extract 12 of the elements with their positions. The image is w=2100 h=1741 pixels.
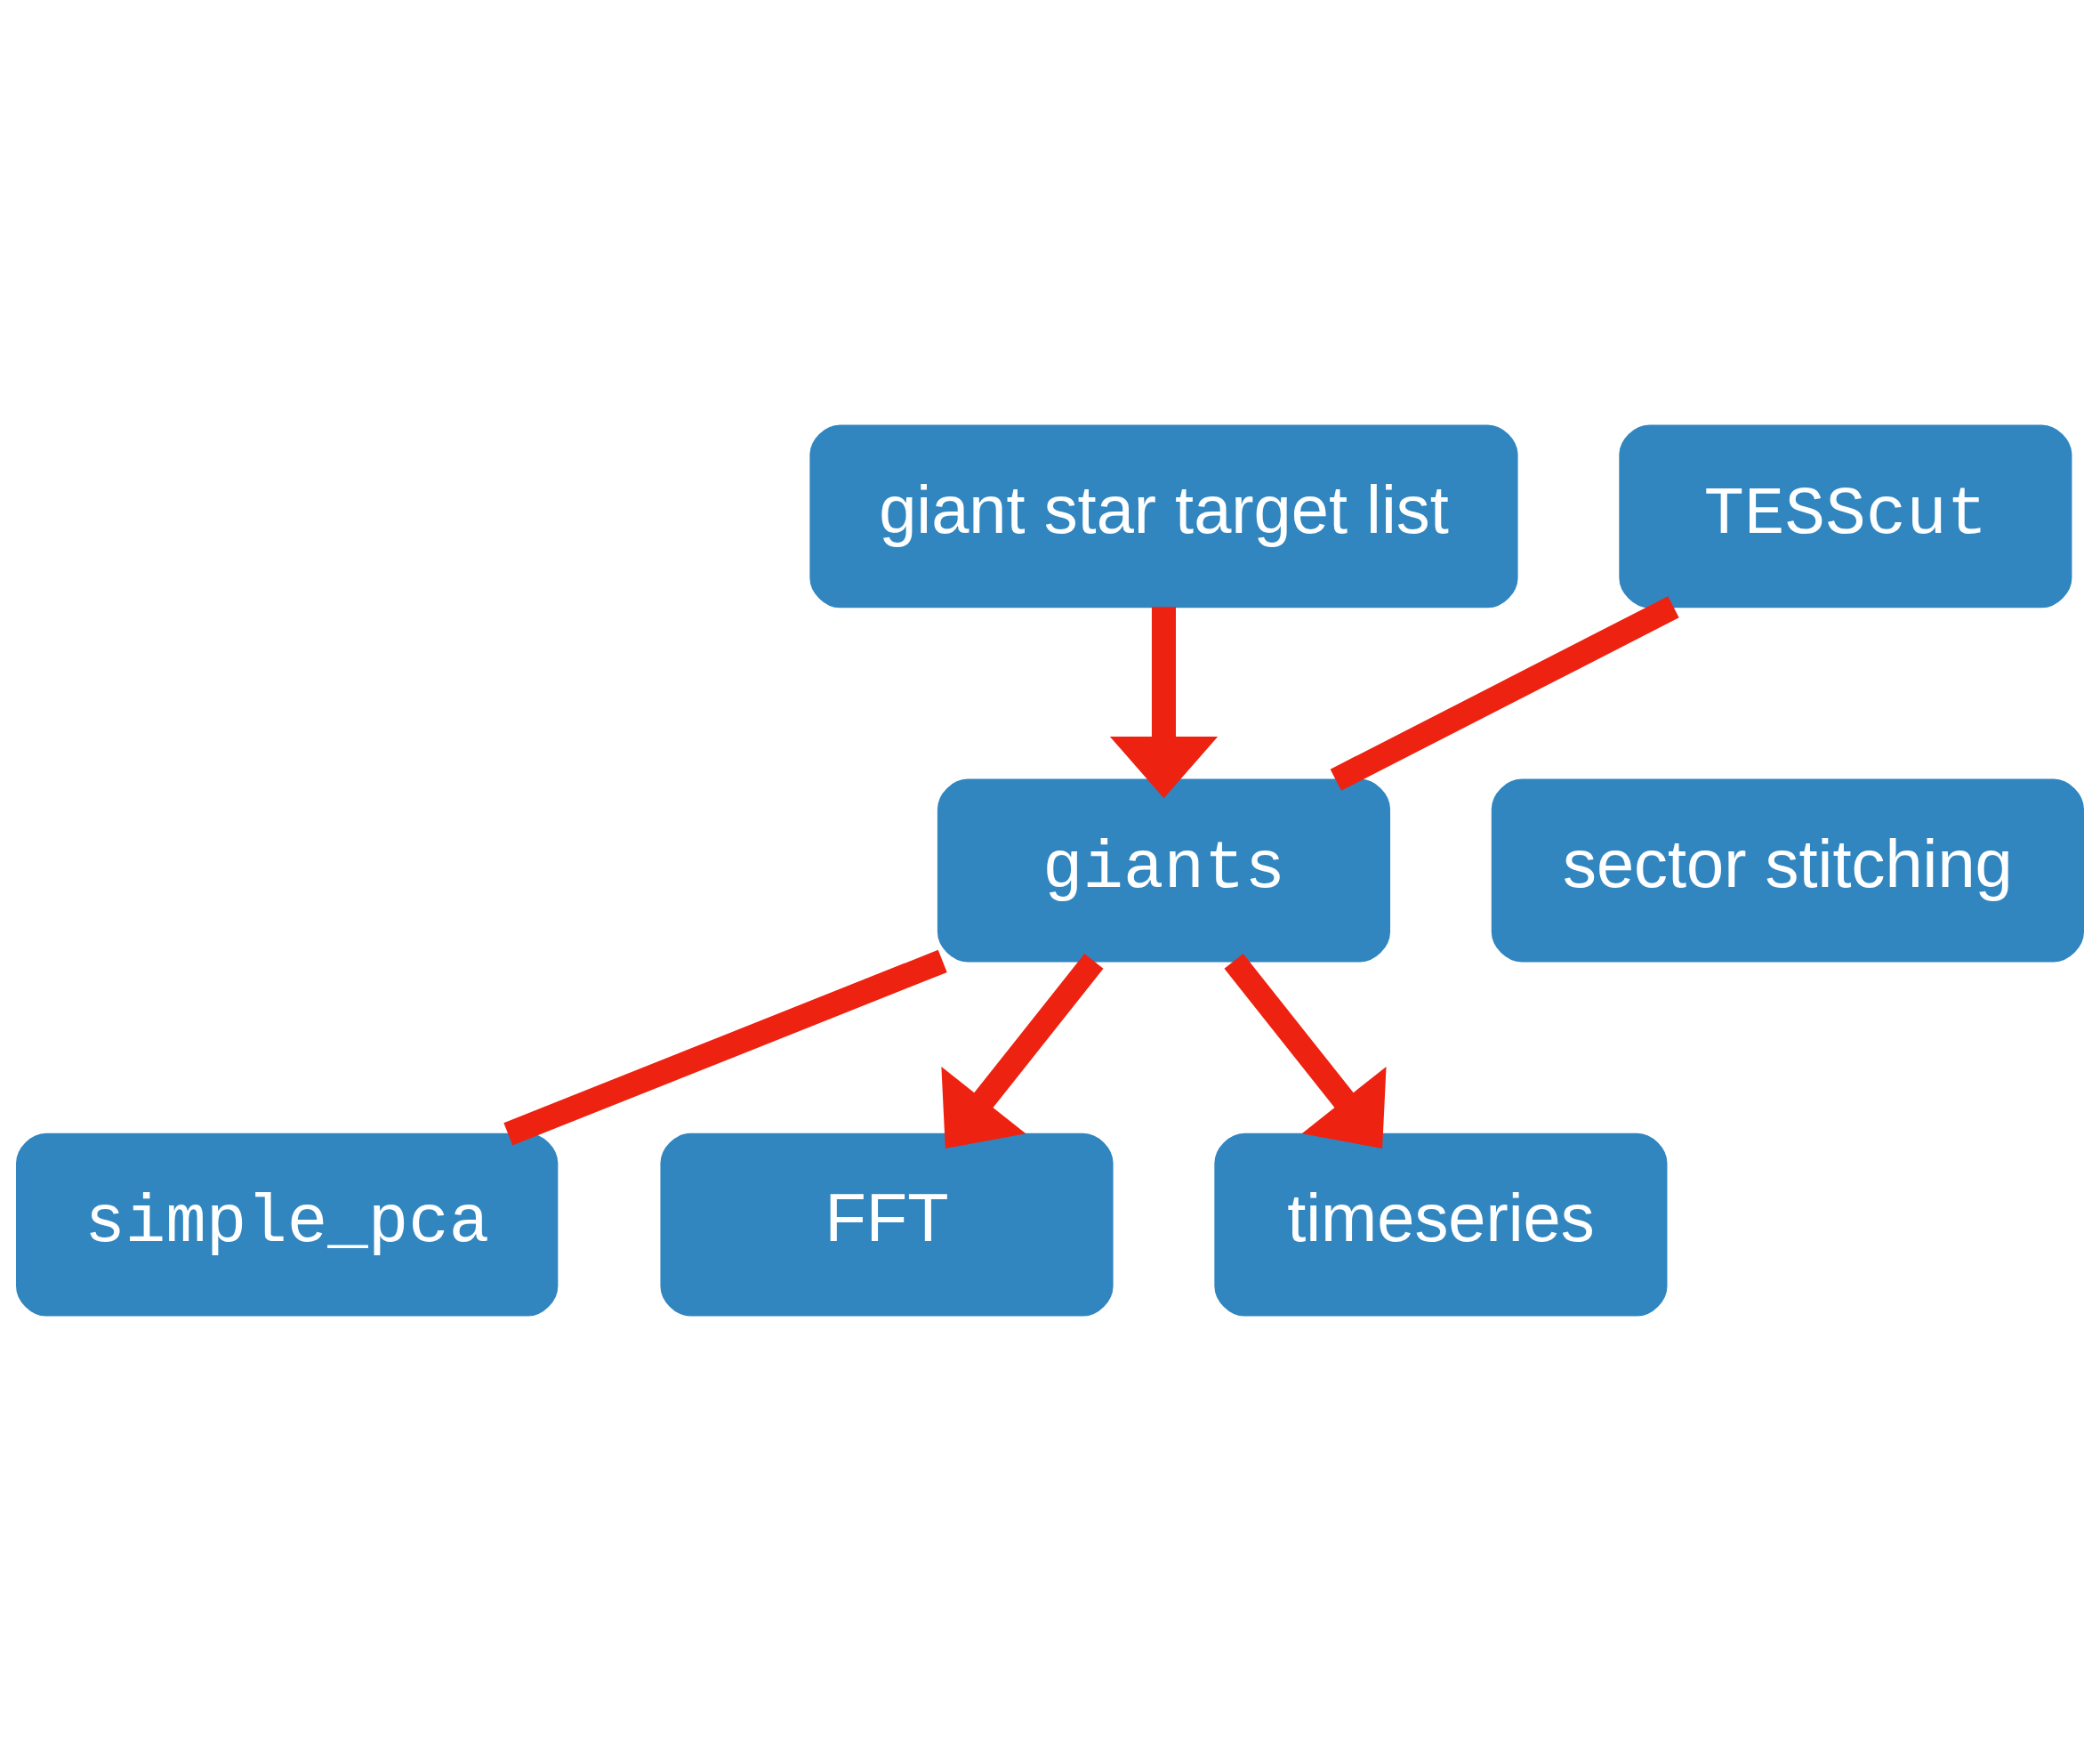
node-box: giant star target list bbox=[809, 424, 1518, 609]
connector bbox=[1330, 596, 1679, 791]
arrow bbox=[1109, 607, 1219, 799]
node-box: FFT bbox=[660, 1132, 1114, 1317]
node-box: sector stitching bbox=[1491, 778, 2084, 963]
arrow bbox=[941, 953, 1104, 1149]
node-box: TESScut bbox=[1619, 424, 2072, 609]
node-box: simple_pca bbox=[16, 1132, 559, 1317]
arrow bbox=[1224, 953, 1387, 1149]
node-box: timeseries bbox=[1214, 1132, 1668, 1317]
node-box: giants bbox=[937, 778, 1391, 963]
connector bbox=[503, 949, 947, 1146]
